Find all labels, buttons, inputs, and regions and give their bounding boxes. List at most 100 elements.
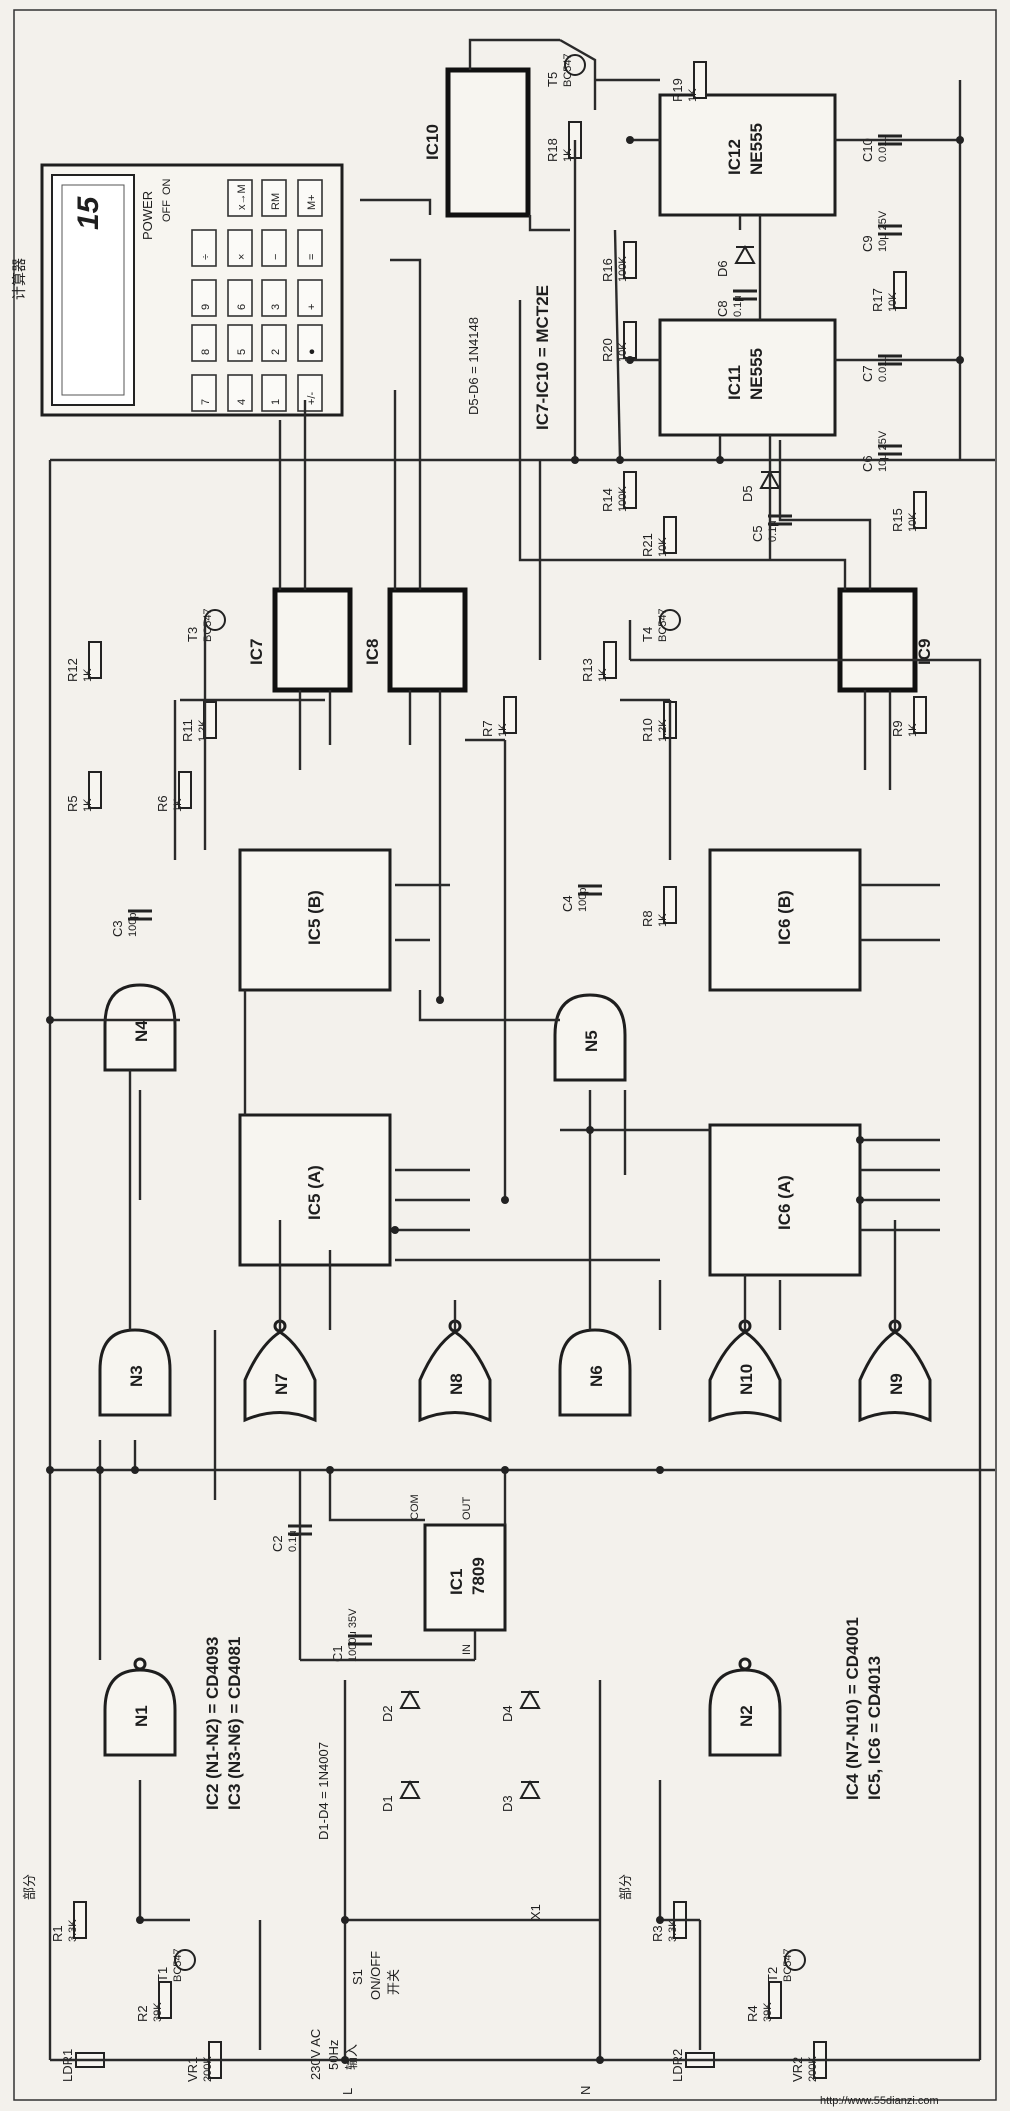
part-ref: R17 (870, 288, 885, 312)
calculator-on-label: ON (161, 178, 173, 195)
note-d14: D1-D4 = 1N4007 (316, 1742, 331, 1840)
capacitor (878, 224, 902, 236)
gate-n5 (553, 993, 627, 1082)
gate-n2-bubble (738, 1657, 752, 1671)
part-ref: T4 (640, 627, 655, 642)
gate-n5-label: N5 (582, 1030, 601, 1052)
gate-n7 (243, 1330, 317, 1423)
resistor (623, 471, 637, 509)
wire (468, 38, 560, 70)
ic12-ne555 (658, 93, 837, 217)
calculator-key-label: x→M (236, 184, 248, 210)
part-ref: R9 (890, 720, 905, 737)
calculator-key (227, 374, 253, 412)
part-value: 1.2K (197, 719, 209, 742)
diode (734, 244, 756, 264)
wire (360, 198, 432, 215)
part-ref: R4 (745, 2005, 760, 2022)
part-ref: C1 (330, 1645, 345, 1662)
gate-n6-label: N6 (587, 1365, 606, 1387)
part-value: 1K (597, 668, 609, 682)
resistor (603, 641, 617, 679)
transistor (659, 609, 681, 631)
ic1-label: IC1 (447, 1569, 466, 1595)
part-ref: R5 (65, 795, 80, 812)
junction-dot (956, 356, 964, 364)
calculator-key (297, 324, 323, 362)
part-value: 0.01μ (877, 134, 889, 162)
part-ref: R21 (640, 533, 655, 557)
calculator-key (191, 324, 217, 362)
part-value: 100p (577, 888, 589, 912)
part-value: 0.01μ (877, 354, 889, 382)
calculator-key-label: 8 (200, 349, 212, 355)
wire (328, 1470, 425, 1522)
calculator-key (261, 279, 287, 317)
junction-dot (586, 1126, 594, 1134)
ic7-optocoupler (272, 587, 353, 693)
part-ref: R11 (180, 719, 195, 742)
ic6a-flipflop (708, 1123, 862, 1277)
part-ref: R2 (135, 2005, 150, 2022)
wire (528, 215, 570, 232)
transistor (784, 1949, 806, 1971)
wire (630, 658, 982, 2060)
calculator-key-label: ● (306, 348, 318, 355)
calculator-key (227, 279, 253, 317)
resistor (693, 61, 707, 99)
part-value: 10K (617, 342, 629, 362)
gate-n9-label: N9 (887, 1373, 906, 1395)
resistor (178, 771, 192, 809)
part-ref: D3 (500, 1795, 515, 1812)
resistor (73, 1901, 87, 1939)
calculator-key-label: 9 (200, 304, 212, 310)
calculator-key (297, 229, 323, 267)
junction-dot (616, 456, 624, 464)
ic8-optocoupler (387, 587, 468, 693)
mains-N: N (578, 2086, 593, 2095)
part-value: 10K (657, 537, 669, 557)
ic5b-flipflop (238, 848, 392, 992)
capacitor (578, 884, 602, 896)
ic9-label: IC9 (915, 639, 934, 665)
calculator-off-label: OFF (161, 200, 173, 222)
calculator-title: 计算器 (11, 258, 27, 300)
resistor (663, 886, 677, 924)
calculator-key (261, 229, 287, 267)
calculator-key (191, 279, 217, 317)
calculator-key-label: 3 (270, 304, 282, 310)
diode (519, 1689, 541, 1709)
junction-dot (626, 356, 634, 364)
part-value: 10μ 25V (877, 210, 889, 252)
part-value: BC547 (657, 608, 669, 642)
part-ref: R1 (50, 1925, 65, 1942)
part-ref: C7 (860, 365, 875, 382)
part-ref: R15 (890, 508, 905, 532)
calculator-key-label: × (236, 254, 248, 260)
wire (390, 258, 422, 590)
part-ref: D2 (380, 1705, 395, 1722)
junction-dot (436, 996, 444, 1004)
mains-freq: 50Hz (326, 2040, 341, 2070)
calculator-key (261, 374, 287, 412)
junction-dot (96, 1466, 104, 1474)
junction-dot (656, 1466, 664, 1474)
calculator-key (297, 374, 323, 412)
junction-dot (326, 1466, 334, 1474)
calculator-key-label: − (270, 254, 282, 260)
part-ref: D6 (715, 260, 730, 277)
mains-label: 230V AC (308, 2029, 323, 2080)
calculator-key (227, 324, 253, 362)
ic5a-flipflop (238, 1113, 392, 1267)
gate-n3-label: N3 (127, 1365, 146, 1387)
calculator-power-label: POWER (140, 191, 155, 240)
part-ref: T5 (545, 72, 560, 87)
opto-note: IC7-IC10 = MCT2E (533, 285, 552, 430)
diode (399, 1689, 421, 1709)
part-ref: R18 (545, 138, 560, 162)
gate-n1-label: N1 (132, 1705, 151, 1727)
junction-dot (716, 456, 724, 464)
gate-n2-label: N2 (737, 1705, 756, 1727)
part-value: 100K (617, 256, 629, 282)
part-ref: R19 (670, 78, 685, 102)
